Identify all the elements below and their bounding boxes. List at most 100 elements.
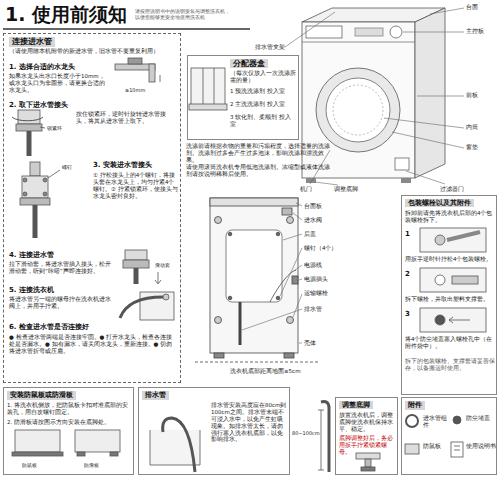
- base-plate-drawing: [12, 452, 63, 456]
- base-plate-drawing: [12, 430, 120, 456]
- body-text: 将进水管另一端的螺母拧在洗衣机进水阀上，并用手拧紧。: [9, 296, 114, 310]
- hose-drawing: [155, 280, 161, 284]
- bolt-removal-drawing: [435, 235, 445, 245]
- body-text: 拆卸前请先将洗衣机后部的4个包装螺栓拆下。: [405, 210, 495, 224]
- panel-box: 分配器盒（每次仅放入一次洗涤所需的量）1 预洗洗涤剂 投入室2 主洗洗涤剂 投入…: [187, 55, 299, 140]
- body-text: 拆下螺栓，并取出塑料支撑套。: [405, 296, 495, 303]
- step-title: 1: [405, 230, 410, 239]
- step-title: 2: [405, 270, 410, 279]
- step-title: 4. 连接进水管: [9, 251, 109, 260]
- body-text: ① 拧松接头上的4个螺钉，将接头套在水龙头上，均匀拧紧4个螺钉。② 拧紧锁紧环，…: [93, 172, 179, 200]
- leader-line: [285, 8, 464, 185]
- part-label: 进水阀: [304, 217, 322, 224]
- washer-illustration: [306, 26, 342, 38]
- faucet-drawing: [115, 58, 160, 82]
- panel-box: 排水管排水管安装高度应在80cm到100cm之间。排水管末端不可浸入水中，以免产…: [138, 387, 290, 475]
- bolt-removal-drawing: [435, 315, 445, 325]
- part-label: 80~100cm: [292, 430, 320, 436]
- dispenser-drawing: [189, 104, 227, 110]
- body-text: 放置洗衣机后，调整底脚使洗衣机保持水平、稳定。: [339, 412, 396, 433]
- foot-drawing: [361, 467, 375, 471]
- drain-hose-drawing: [318, 470, 324, 471]
- leader-line: [417, 96, 464, 97]
- part-label: 运输螺栓: [304, 290, 328, 297]
- leader-line: [242, 203, 302, 343]
- part-label: 过滤器门: [440, 186, 464, 193]
- foot-drawing: [365, 459, 371, 467]
- dispenser-drawing: [214, 68, 215, 108]
- hose-drawing: [125, 250, 147, 260]
- washer-illustration: [316, 68, 400, 152]
- dispenser-drawing: [191, 68, 225, 108]
- part-label: 后盖: [304, 231, 316, 238]
- hose-drawing: [134, 268, 139, 284]
- washer-illustration: [333, 85, 383, 135]
- washer-illustration: [302, 42, 415, 43]
- washer-illustration: [390, 26, 402, 38]
- dispenser-drawing: [203, 68, 204, 108]
- body-text: 进水管组件: [423, 415, 451, 429]
- body-text: 3 软化剂、柔顺剂 投入室: [230, 114, 296, 128]
- faucet-drawing: [149, 64, 155, 82]
- bolt-removal-drawing: [449, 317, 453, 323]
- connector-drawing: [12, 117, 43, 121]
- leader-line: [315, 182, 338, 185]
- part-label: 排水管: [304, 306, 322, 313]
- base-plate-drawing: [77, 452, 85, 456]
- leader-line: [430, 8, 464, 14]
- step-title: 2. 取下进水管接头: [9, 101, 109, 110]
- body-text: 防鼠板: [423, 443, 451, 450]
- part-label: 调整底脚: [334, 186, 358, 193]
- body-text: 如果水龙头出水口长度小于10mm，或水龙头口为非圆形，请更换合适的水龙头。: [9, 73, 107, 94]
- foot-drawing: [356, 453, 380, 459]
- connector-drawing: [43, 192, 47, 196]
- washer-illustration: [395, 158, 409, 170]
- connector-drawing: [22, 176, 48, 198]
- body-text: 使用说明书: [466, 443, 496, 450]
- part-label: 电源线: [304, 262, 322, 269]
- warning-text: 底脚调整好后，务必用扳手拧紧锁紧螺母。: [339, 435, 396, 456]
- section-heading: 分配器盒: [230, 59, 268, 68]
- back-view-drawing: [195, 362, 320, 363]
- bolt-removal-drawing: [447, 232, 480, 240]
- hose-drawing: [120, 250, 174, 320]
- hose-drawing: [163, 294, 169, 300]
- body-text: （每次仅放入一次洗涤所需的量）: [230, 70, 296, 84]
- bolt-removal-drawing: [420, 228, 486, 332]
- part-label: 请按照说明书中的说明安装与调整洗衣机，以便您能够更安全地使用洗衣机: [135, 8, 230, 21]
- drain-hose-drawing: [321, 410, 322, 470]
- body-text: 拉下滑动套，将进水管插入接头，松开滑动套，听到“咔嗒”声即连接好。: [9, 261, 114, 275]
- bolt-removal-drawing: [420, 228, 486, 252]
- washer-illustration: [415, 8, 445, 178]
- body-text: 1 预洗洗涤剂 投入室: [230, 88, 296, 95]
- section-heading: 连接进水管: [9, 37, 55, 47]
- connector-drawing: [12, 110, 45, 156]
- connector-drawing: [16, 124, 42, 131]
- part-label: 锁紧环: [47, 125, 62, 131]
- hose-drawing: [123, 260, 149, 268]
- body-text: 用扳手逆时针拧松4个包装螺栓。: [405, 256, 495, 263]
- step-title: 1. 选择合适的水龙头: [9, 63, 109, 72]
- panel-box: 安装防鼠板或防滑板1. 将洗衣机侧放，把防鼠板卡扣对准底部的安装孔，用自攻螺钉固…: [3, 387, 134, 475]
- accessory-icons: [454, 446, 460, 447]
- part-label: 窗垫: [466, 144, 496, 151]
- part-label: 台面板: [304, 203, 322, 210]
- body-text: 将4个防尘堵盖塞入螺栓孔中（在附件袋中）。: [405, 336, 495, 350]
- panel-box: 附件进水管组件防尘堵盖防鼠板使用说明书: [401, 397, 497, 475]
- accessory-icons: [451, 442, 463, 457]
- connector-drawing: [20, 162, 60, 238]
- back-view-drawing: [284, 353, 294, 358]
- hose-drawing: [120, 297, 163, 318]
- section-heading: 附件: [405, 401, 425, 410]
- bolt-removal-drawing: [420, 308, 486, 332]
- part-label: 防鼠板: [22, 462, 37, 468]
- back-view-drawing: [239, 302, 242, 345]
- drain-hose-drawing: [163, 418, 195, 472]
- washer-illustration: [401, 178, 411, 183]
- leader-line: [285, 12, 335, 47]
- body-text: 2. 防滑板请按图示方向安装在底脚处。: [7, 419, 132, 426]
- part-label: 前板: [466, 92, 496, 99]
- part-label: 螺钉（4个）: [304, 245, 338, 252]
- title-rule: [3, 28, 250, 30]
